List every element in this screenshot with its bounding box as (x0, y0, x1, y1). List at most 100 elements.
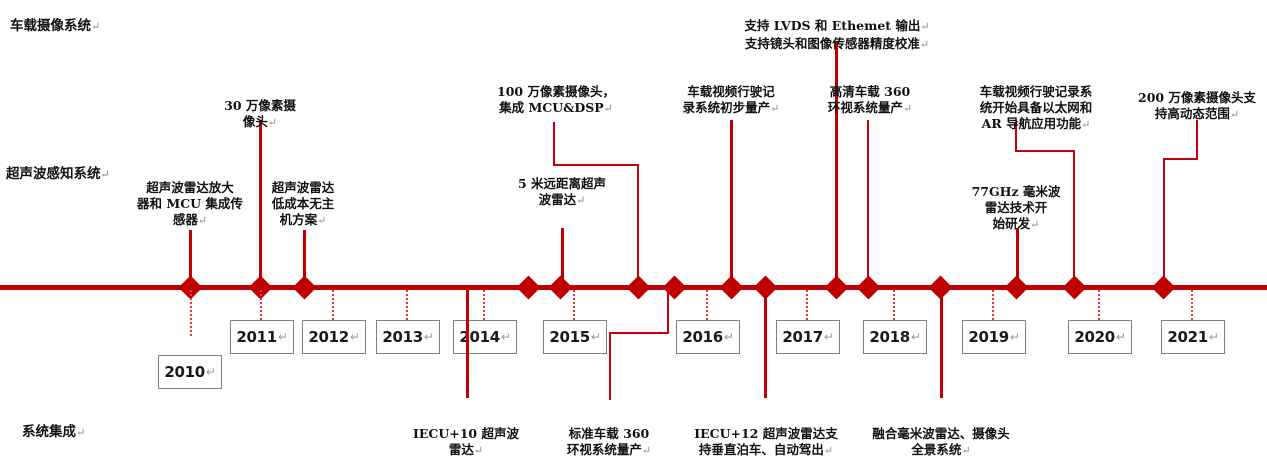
year-tick (706, 290, 708, 320)
year-box-2011[interactable]: 2011↵ (230, 320, 294, 354)
pilcrow-mark: ↵ (961, 444, 971, 457)
connector-line (553, 164, 638, 166)
pilcrow-mark: ↵ (590, 330, 601, 344)
pilcrow-mark: ↵ (1208, 330, 1219, 344)
pilcrow-mark: ↵ (1081, 118, 1091, 131)
note-text: 超声波雷达放大 器和 MCU 集成传 感器 (137, 180, 243, 227)
connector-line (561, 228, 564, 288)
connector-line (189, 230, 192, 288)
pilcrow-mark: ↵ (902, 102, 913, 115)
pilcrow-mark: ↵ (1115, 330, 1126, 344)
pilcrow-mark: ↵ (919, 38, 930, 51)
pilcrow-mark: ↵ (770, 102, 780, 115)
year-box-2013[interactable]: 2013↵ (376, 320, 440, 354)
year-box-2018[interactable]: 2018↵ (863, 320, 927, 354)
milestone-diamond[interactable] (516, 275, 541, 300)
note-30mp-camera: 30 万像素摄 像头↵ (196, 82, 324, 131)
pilcrow-mark: ↵ (1229, 108, 1240, 121)
note-text: 车载视频行驶记 录系统初步量产 (682, 84, 775, 115)
note-200mp-camera-hdr: 200 万像素摄像头支 持高动态范围↵ (1122, 74, 1267, 123)
category-label-system-integration: 系统集成↵ (22, 424, 85, 441)
year-box-2016[interactable]: 2016↵ (676, 320, 740, 354)
year-tick (332, 290, 334, 320)
year-box-2021[interactable]: 2021↵ (1161, 320, 1225, 354)
pilcrow-mark: ↵ (349, 330, 360, 344)
year-tick (893, 290, 895, 320)
note-text: 超声波雷达 低成本无主 机方案 (271, 180, 335, 227)
pilcrow-mark: ↵ (500, 330, 511, 344)
connector-line (940, 288, 943, 398)
year-box-2010[interactable]: 2010↵ (158, 355, 222, 389)
connector-line (1196, 120, 1198, 160)
note-5m-long-range-ultrasonic-radar: 5 米远距离超声 波雷达↵ (500, 160, 624, 209)
pilcrow-mark: ↵ (277, 330, 288, 344)
year-label: 2010 (164, 363, 205, 381)
note-fused-mmwave-camera-panorama: 融合毫米波雷达、摄像头 全景系统↵ (858, 410, 1024, 458)
note-text: 77GHz 毫米波 雷达技术开 始研发 (971, 184, 1061, 231)
connector-line (609, 332, 611, 400)
pilcrow-mark: ↵ (197, 214, 208, 227)
year-tick (1098, 290, 1100, 320)
pilcrow-mark: ↵ (91, 20, 101, 33)
pilcrow-mark: ↵ (423, 330, 434, 344)
year-tick (806, 290, 808, 320)
pilcrow-mark: ↵ (823, 444, 834, 457)
year-box-2015[interactable]: 2015↵ (543, 320, 607, 354)
note-text: IECU+10 超声波 雷达 (413, 426, 519, 457)
category-label-ultrasonic-sensing-system: 超声波感知系统↵ (6, 166, 110, 183)
year-box-2019[interactable]: 2019↵ (962, 320, 1026, 354)
note-text: 100 万像素摄像头， 集成 MCU&DSP (497, 84, 615, 115)
pilcrow-mark: ↵ (317, 214, 327, 227)
year-label: 2017 (782, 328, 823, 346)
year-tick (260, 290, 262, 320)
note-ultrasonic-radar-low-cost-hostless: 超声波雷达 低成本无主 机方案↵ (253, 164, 353, 229)
note-iecu-plus-10-ultrasonic-radar: IECU+10 超声波 雷达↵ (392, 410, 540, 458)
connector-line (553, 122, 555, 166)
year-label: 2016 (682, 328, 723, 346)
connector-line (835, 42, 838, 288)
year-label: 2014 (459, 328, 500, 346)
note-video-driving-recorder-initial-production: 车载视频行驶记 录系统初步量产↵ (660, 68, 802, 117)
year-tick (992, 290, 994, 320)
pilcrow-mark: ↵ (910, 330, 921, 344)
year-label: 2018 (869, 328, 910, 346)
note-text: 5 米远距离超声 波雷达 (517, 176, 607, 207)
year-box-2014[interactable]: 2014↵ (453, 320, 517, 354)
note-77ghz-mmwave-radar-rd: 77GHz 毫米波 雷达技术开 始研发↵ (958, 168, 1074, 233)
category-label-text: 车载摄像系统 (10, 18, 91, 34)
pilcrow-mark: ↵ (641, 444, 652, 457)
connector-line (637, 164, 639, 288)
year-label: 2015 (549, 328, 590, 346)
connector-line (1163, 158, 1198, 160)
pilcrow-mark: ↵ (76, 426, 86, 439)
year-box-2017[interactable]: 2017↵ (776, 320, 840, 354)
note-standard-360-surround-view-production: 标准车载 360 环视系统量产↵ (546, 410, 672, 458)
connector-line (867, 120, 869, 298)
connector-line (1073, 150, 1075, 288)
year-label: 2013 (382, 328, 423, 346)
connector-line (764, 288, 767, 398)
year-label: 2019 (968, 328, 1009, 346)
pilcrow-mark: ↵ (1030, 218, 1040, 231)
year-tick (483, 290, 485, 320)
note-iecu-plus-12-perpendicular-parking: IECU+12 超声波雷达支 持垂直泊车、自动驾出↵ (683, 410, 849, 458)
connector-line (667, 288, 669, 334)
year-label: 2020 (1074, 328, 1115, 346)
pilcrow-mark: ↵ (920, 20, 930, 33)
year-box-2020[interactable]: 2020↵ (1068, 320, 1132, 354)
note-100mp-camera-mcu-dsp: 100 万像素摄像头， 集成 MCU&DSP↵ (472, 68, 640, 117)
note-text: 融合毫米波雷达、摄像头 全景系统 (872, 426, 1010, 457)
category-label-text: 超声波感知系统 (6, 166, 101, 182)
year-box-2012[interactable]: 2012↵ (302, 320, 366, 354)
note-ultrasonic-amplifier-mcu-sensor: 超声波雷达放大 器和 MCU 集成传 感器↵ (134, 164, 246, 229)
connector-line (1163, 158, 1165, 288)
year-label: 2012 (308, 328, 349, 346)
note-lens-image-sensor-calibration: 支持镜头和图像传感器精度校准↵ (672, 20, 1002, 53)
year-label: 2011 (236, 328, 277, 346)
connector-line (303, 230, 306, 288)
note-text: 30 万像素摄 像头 (224, 98, 296, 129)
connector-line (1015, 120, 1017, 152)
pilcrow-mark: ↵ (205, 365, 216, 379)
pilcrow-mark: ↵ (823, 330, 834, 344)
connector-line (609, 332, 669, 334)
